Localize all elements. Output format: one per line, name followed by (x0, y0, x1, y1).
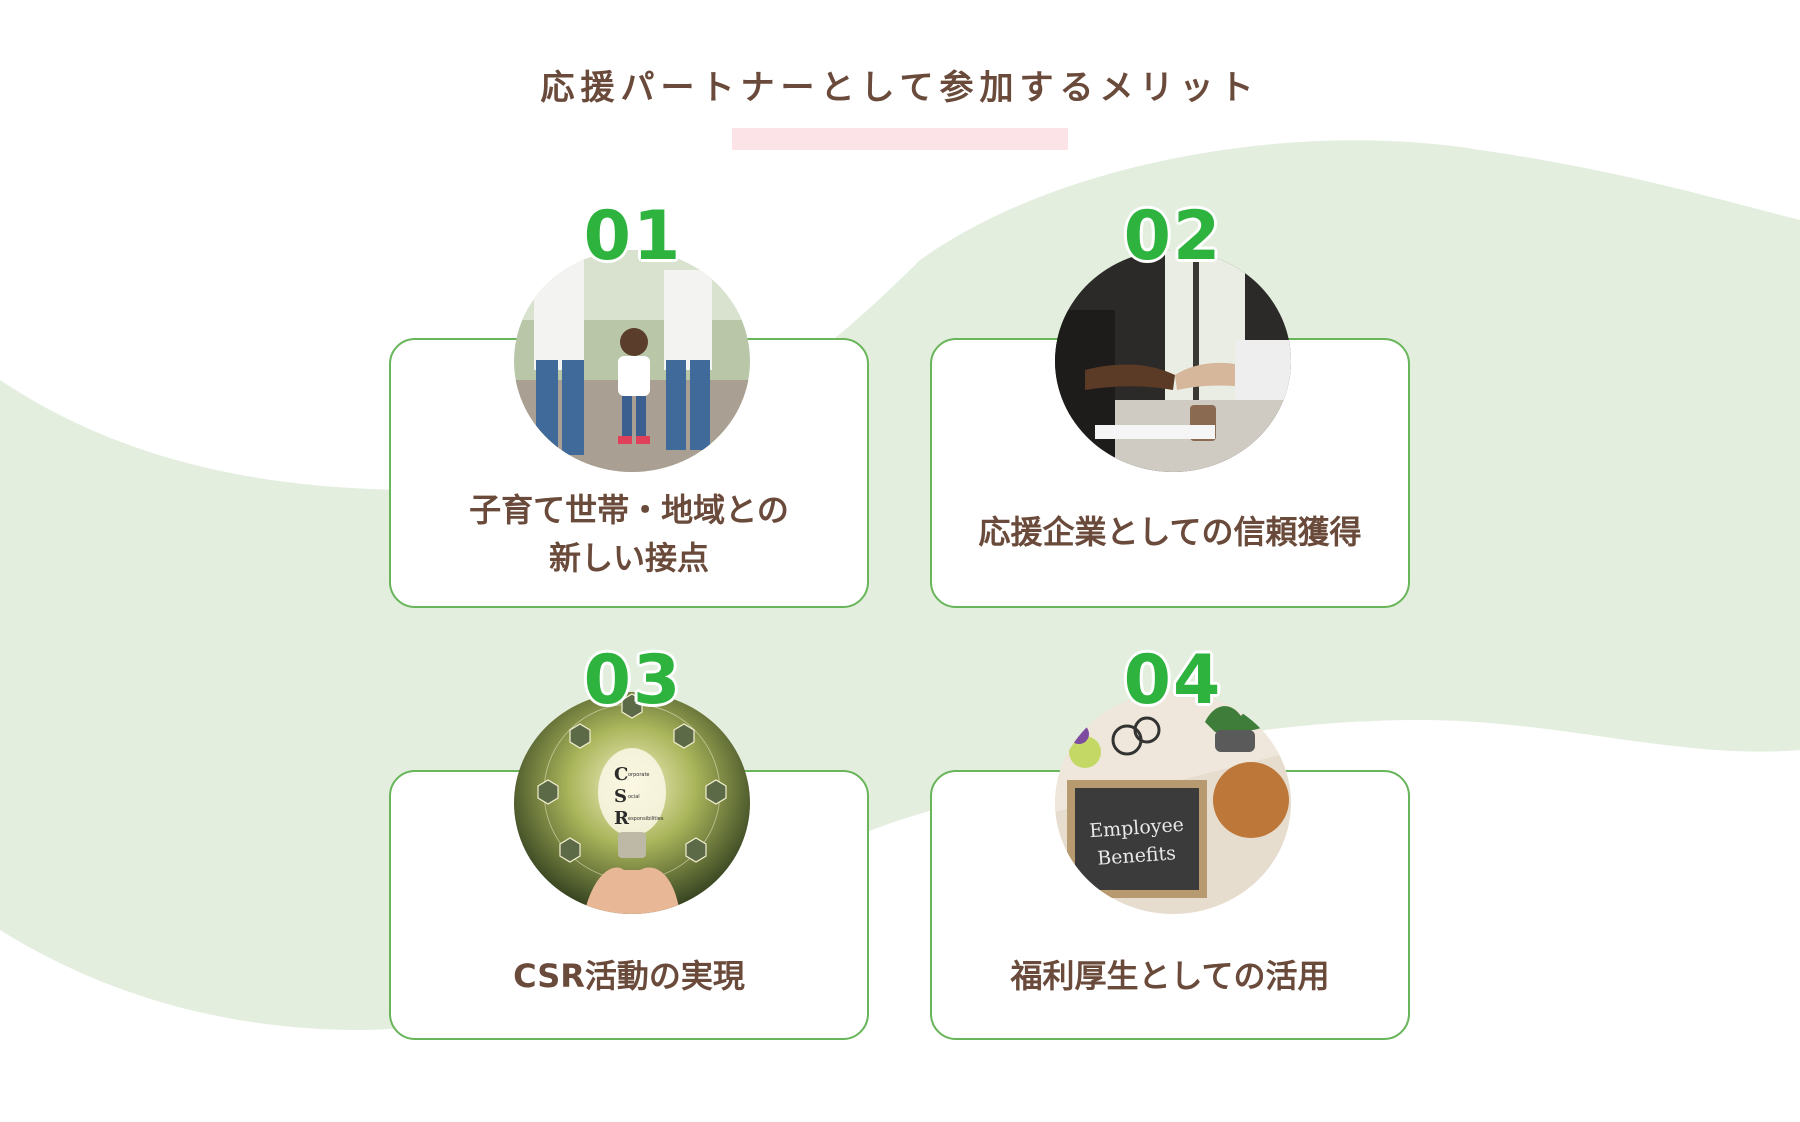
benefit-label-03: CSR活動の実現 (513, 957, 745, 995)
benefit-label-02: 応援企業としての信頼獲得 (978, 513, 1362, 551)
photo-caption-3: esponsibilities (628, 816, 664, 822)
family-walking-photo (514, 250, 750, 472)
benefit-number-02: 02 (1123, 197, 1223, 276)
benefit-label-01-line1: 子育て世帯・地域との (469, 491, 789, 529)
photo-text-s: S (614, 786, 627, 807)
handshake-photo (1055, 250, 1291, 472)
photo-text-benefits: Benefits (1097, 842, 1177, 869)
csr-lightbulb-photo: C S R orporate ocial esponsibilities (514, 692, 750, 914)
section-title: 応援パートナーとして参加するメリット (540, 68, 1260, 108)
benefit-number-03: 03 (583, 641, 683, 720)
photo-text-r: R (614, 808, 630, 829)
benefit-label-04: 福利厚生としての活用 (1010, 957, 1330, 995)
photo-caption-2: ocial (628, 794, 640, 800)
benefit-number-01: 01 (583, 197, 683, 276)
photo-text-c: C (614, 764, 628, 785)
title-underline (732, 128, 1068, 150)
photo-caption-1: orporate (628, 772, 650, 778)
employee-benefits-photo: Employee Benefits (1055, 692, 1291, 914)
benefit-number-04: 04 (1123, 641, 1223, 720)
benefit-label-01: 子育て世帯・地域との 新しい接点 (391, 486, 867, 582)
benefit-label-01-line2: 新しい接点 (548, 539, 709, 577)
